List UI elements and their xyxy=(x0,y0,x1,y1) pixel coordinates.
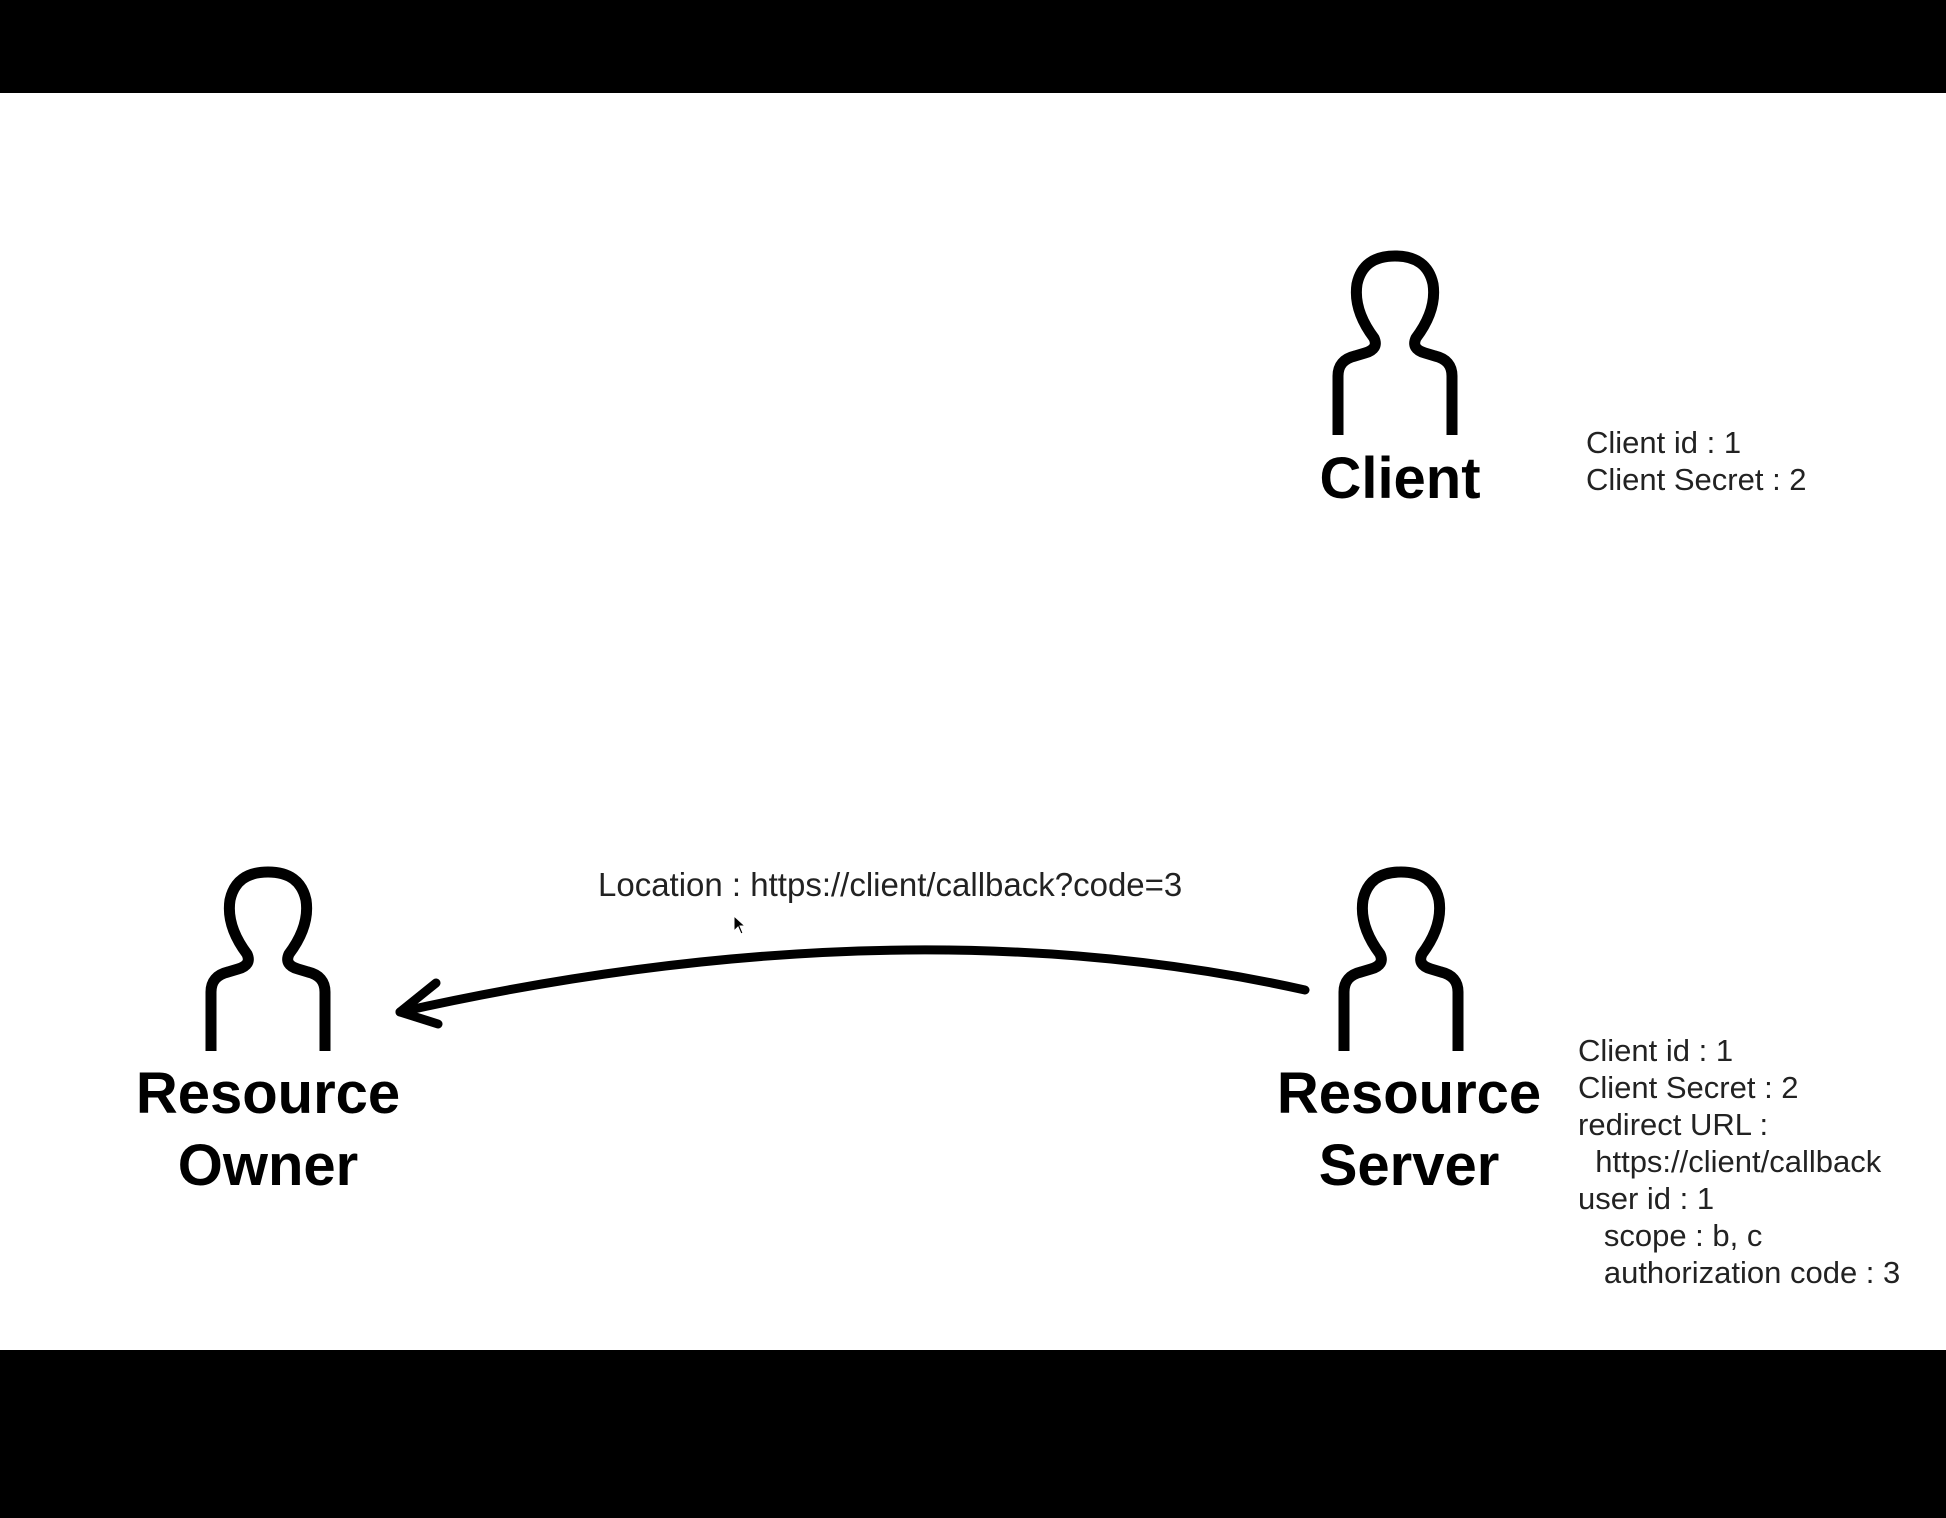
client-info-line: Client Secret : 2 xyxy=(1586,462,1807,497)
client-info-line: Client id : 1 xyxy=(1586,425,1742,460)
redirect-message-label: Location : https://client/callback?code=… xyxy=(598,866,1183,903)
client-label: Client xyxy=(1319,446,1481,511)
client-person-icon xyxy=(1332,250,1458,435)
server-info-line: https://client/callback xyxy=(1578,1144,1882,1179)
resource-owner-person-icon xyxy=(205,866,331,1051)
mouse-cursor-icon xyxy=(733,915,747,935)
bottom-letterbox-bar xyxy=(0,1350,1946,1518)
resource-server-person-icon xyxy=(1338,866,1464,1051)
resource-server-state: Client id : 1 Client Secret : 2 redirect… xyxy=(1578,1032,1900,1291)
server-info-line: authorization code : 3 xyxy=(1578,1255,1901,1290)
server-info-line: Client Secret : 2 xyxy=(1578,1070,1799,1105)
top-letterbox-bar xyxy=(0,0,1946,93)
redirect-arrow-line xyxy=(395,945,1310,1017)
server-info-line: user id : 1 xyxy=(1578,1181,1715,1216)
diagram-canvas xyxy=(0,93,1946,1350)
server-info-line: redirect URL : xyxy=(1578,1107,1769,1142)
resource-server-label: Resource Server xyxy=(1276,1061,1542,1198)
resource-owner-label: Resource Owner xyxy=(135,1061,401,1198)
arrow-head-icon xyxy=(395,978,443,1029)
server-info-line: Client id : 1 xyxy=(1578,1033,1734,1068)
client-credentials: Client id : 1 Client Secret : 2 xyxy=(1586,424,1807,498)
server-info-line: scope : b, c xyxy=(1578,1218,1763,1253)
